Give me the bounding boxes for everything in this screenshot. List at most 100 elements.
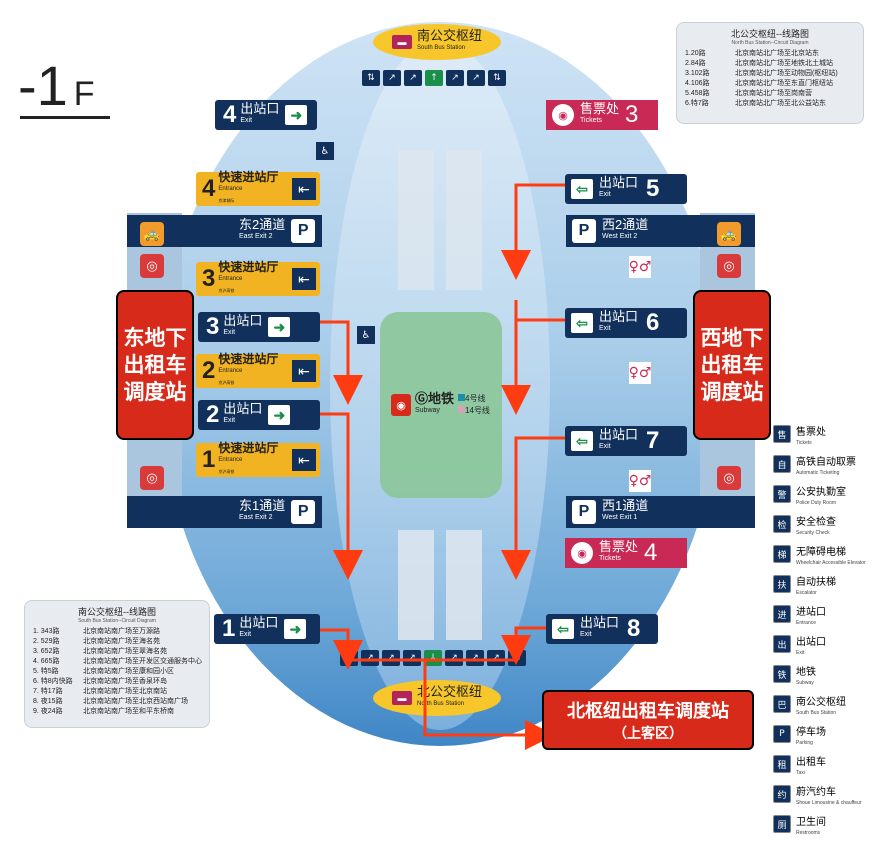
legend-icon: 进 bbox=[773, 605, 791, 623]
parking-icon: P bbox=[291, 500, 316, 524]
legend-icon: 租 bbox=[773, 755, 791, 773]
legend-icon: 售 bbox=[773, 425, 791, 443]
accessible-elevator-icon: ♿ bbox=[357, 326, 375, 344]
exit-icon: ⇦ bbox=[571, 431, 593, 451]
escalator-icon: ↗ bbox=[382, 650, 400, 666]
elevator-icon: ⇅ bbox=[362, 70, 380, 86]
limousine-icon: ◎ bbox=[140, 466, 164, 490]
restroom-icon: ♀♂ bbox=[629, 362, 651, 384]
escalator-icon: ↗ bbox=[467, 70, 485, 86]
legend-icon: 出 bbox=[773, 635, 791, 653]
route-row: 5. 特5路北京南站南广场至康和园小区 bbox=[33, 668, 174, 675]
exit-icon: ⇦ bbox=[571, 313, 593, 333]
top-facility-icons: ⇅ ↗ ↗ ↑ ↗ ↗ ⇅ bbox=[362, 70, 506, 86]
legend-icon: 检 bbox=[773, 515, 791, 533]
route-row: 5.458路北京南站北广场至岗南营 bbox=[685, 90, 812, 97]
parking-icon: P bbox=[291, 219, 316, 243]
platform-block bbox=[446, 150, 482, 290]
exit-icon: ➜ bbox=[268, 405, 291, 425]
bus-icon: ▬ bbox=[391, 35, 412, 49]
south-bus-info-panel: 南公交枢纽--线路图 South Bus Station--Circuit Di… bbox=[24, 600, 210, 728]
elevator-icon: ⇅ bbox=[488, 70, 506, 86]
platform-block bbox=[398, 530, 434, 640]
escalator-icon: ↗ bbox=[466, 650, 484, 666]
escalator-icon: ↗ bbox=[403, 650, 421, 666]
route-row: 4.106路北京南站北广场至东直门枢纽站 bbox=[685, 80, 833, 87]
legend-icon: 约 bbox=[773, 785, 791, 803]
escalator-icon: ↗ bbox=[487, 650, 505, 666]
parking-icon: P bbox=[572, 219, 596, 243]
legend-icon: 巴 bbox=[773, 695, 791, 713]
exit-icon: ➜ bbox=[284, 619, 307, 639]
exit-icon: ⇦ bbox=[552, 619, 574, 639]
taxi-route-arrows bbox=[320, 183, 565, 750]
legend-icon: 铁 bbox=[773, 665, 791, 683]
route-row: 2.84路北京南站北广场至地铁北土城站 bbox=[685, 60, 833, 67]
exit-icon: ⇦ bbox=[571, 179, 593, 199]
limousine-icon: ◎ bbox=[140, 254, 164, 278]
escalator-icon: ↗ bbox=[445, 650, 463, 666]
entrance-icon: ⇤ bbox=[292, 360, 316, 382]
legend-icon: 厕 bbox=[773, 815, 791, 833]
route-row: 4. 665路北京南站南广场至开发区交通服务中心 bbox=[33, 658, 202, 665]
limousine-icon: ◎ bbox=[717, 466, 741, 490]
entrance-icon: ⇤ bbox=[292, 449, 316, 471]
exit-icon: ➜ bbox=[285, 105, 308, 125]
route-row: 3. 652路北京南站南广场至翠海名苑 bbox=[33, 648, 167, 655]
route-row: 8. 夜15路北京南站南广场至北京西站南广场 bbox=[33, 698, 188, 705]
legend-icon: P bbox=[773, 725, 791, 743]
legend-icon: 扶 bbox=[773, 575, 791, 593]
platform-block bbox=[398, 150, 434, 290]
restroom-icon: ♀♂ bbox=[629, 256, 651, 278]
route-row: 3.102路北京南站北广场至动物园(枢纽站) bbox=[685, 70, 838, 77]
route-row: 1.20路北京南站北广场至北京站东 bbox=[685, 50, 819, 57]
escalator-icon: ↗ bbox=[404, 70, 422, 86]
escalator-icon: ↗ bbox=[446, 70, 464, 86]
route-row: 2. 529路北京南站南广场至海名苑 bbox=[33, 638, 160, 645]
bus-icon: ▬ bbox=[391, 691, 412, 705]
exit-icon: ➜ bbox=[268, 317, 291, 337]
north-taxi-dispatch: 北枢纽出租车调度站 （上客区） bbox=[542, 690, 754, 750]
legend-icon: 警 bbox=[773, 485, 791, 503]
legend-icon: 自 bbox=[773, 455, 791, 473]
north-bus-info-panel: 北公交枢纽--线路图 North Bus Station--Circuit Di… bbox=[676, 22, 864, 124]
route-row: 9. 夜24路北京南站南广场至和平东桥南 bbox=[33, 708, 174, 715]
escalator-icon: ↗ bbox=[361, 650, 379, 666]
limousine-icon: ◎ bbox=[717, 254, 741, 278]
west-taxi-dispatch: 西地下出租车调度站 bbox=[693, 290, 771, 440]
route-row: 6. 特8内快路北京南站南广场至香泉环岛 bbox=[33, 678, 167, 685]
